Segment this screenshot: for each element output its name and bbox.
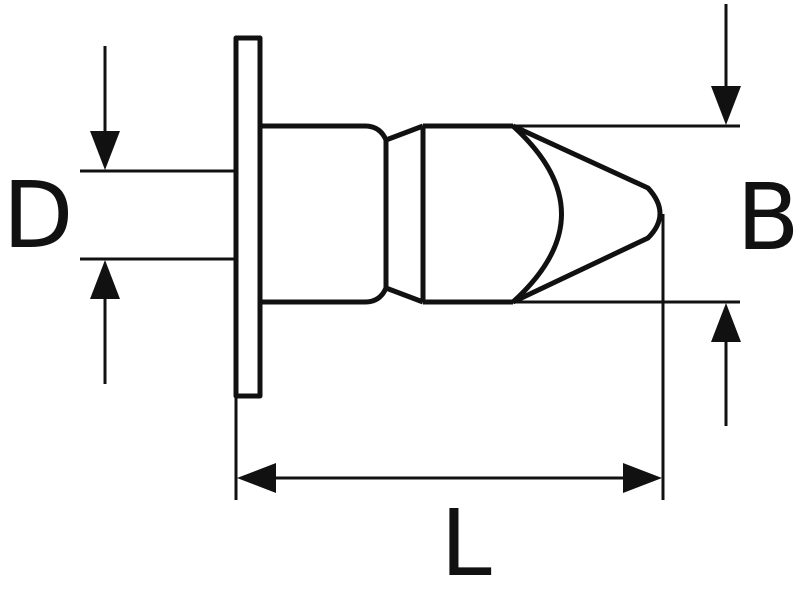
dimension-d xyxy=(80,46,234,384)
label-d: D xyxy=(3,162,74,269)
dimension-b-arrowhead-top xyxy=(711,86,741,125)
dimension-b xyxy=(513,4,741,426)
rivet-tip-point xyxy=(511,123,663,305)
label-l: L xyxy=(440,490,491,597)
dimension-d-arrowhead-bottom xyxy=(90,260,120,299)
label-b: B xyxy=(736,164,799,271)
rivet-tip xyxy=(420,123,513,305)
dimension-b-arrowhead-bottom xyxy=(711,303,741,342)
rivet-outline xyxy=(233,35,663,399)
rivet-flange xyxy=(233,35,263,399)
dimension-l xyxy=(234,214,665,500)
dimension-d-arrowhead-top xyxy=(90,131,120,170)
rivet-neck xyxy=(385,123,424,305)
rivet-tip-curve xyxy=(511,124,564,304)
rivet-body xyxy=(262,123,389,305)
dimension-l-arrowhead-right xyxy=(623,463,662,493)
dimension-l-arrowhead-left xyxy=(237,463,276,493)
